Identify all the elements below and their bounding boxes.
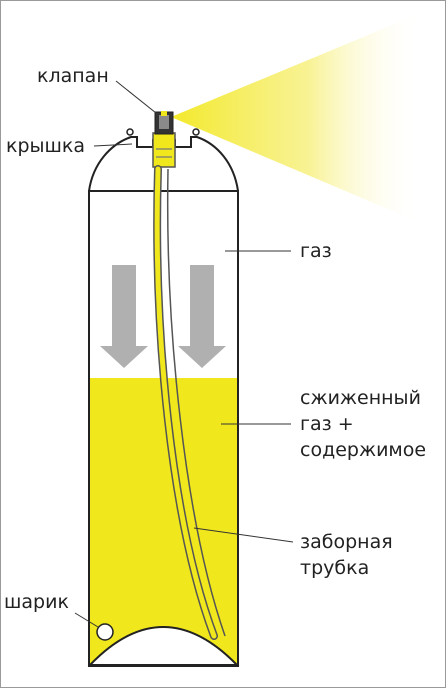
leader-tube bbox=[193, 527, 294, 543]
label-tube-line1: заборная bbox=[300, 531, 393, 553]
label-gas: газ bbox=[300, 240, 332, 262]
dip-tube-2 bbox=[166, 168, 226, 637]
liquid-contents bbox=[90, 378, 237, 665]
label-liquid-line3: содержимое bbox=[300, 439, 426, 461]
leader-ball bbox=[74, 612, 99, 628]
cap-rim-right bbox=[192, 128, 200, 136]
valve-housing bbox=[152, 132, 176, 168]
spray-cone bbox=[171, 13, 421, 223]
valve-tip bbox=[161, 111, 167, 116]
valve-housing-detail bbox=[156, 148, 172, 158]
label-ball: шарик bbox=[4, 591, 69, 613]
valve-nozzle bbox=[159, 115, 169, 129]
mixing-ball bbox=[96, 623, 114, 641]
label-valve: клапан bbox=[37, 65, 109, 87]
label-liquid-line2: газ + bbox=[300, 413, 354, 435]
leader-cap bbox=[93, 143, 133, 147]
dip-tube-inner bbox=[154, 166, 217, 639]
pressure-arrow-right bbox=[178, 265, 226, 368]
pressure-arrow-left bbox=[100, 265, 148, 368]
label-tube-line2: трубка bbox=[300, 557, 369, 579]
label-cap: крышка bbox=[6, 135, 85, 157]
can-bottom-dome bbox=[87, 626, 240, 666]
cap-rim-left bbox=[126, 128, 134, 136]
leader-valve bbox=[115, 80, 157, 114]
label-liquid-line1: сжиженный bbox=[300, 387, 421, 409]
can-body bbox=[88, 190, 239, 667]
can-cap bbox=[88, 136, 239, 192]
